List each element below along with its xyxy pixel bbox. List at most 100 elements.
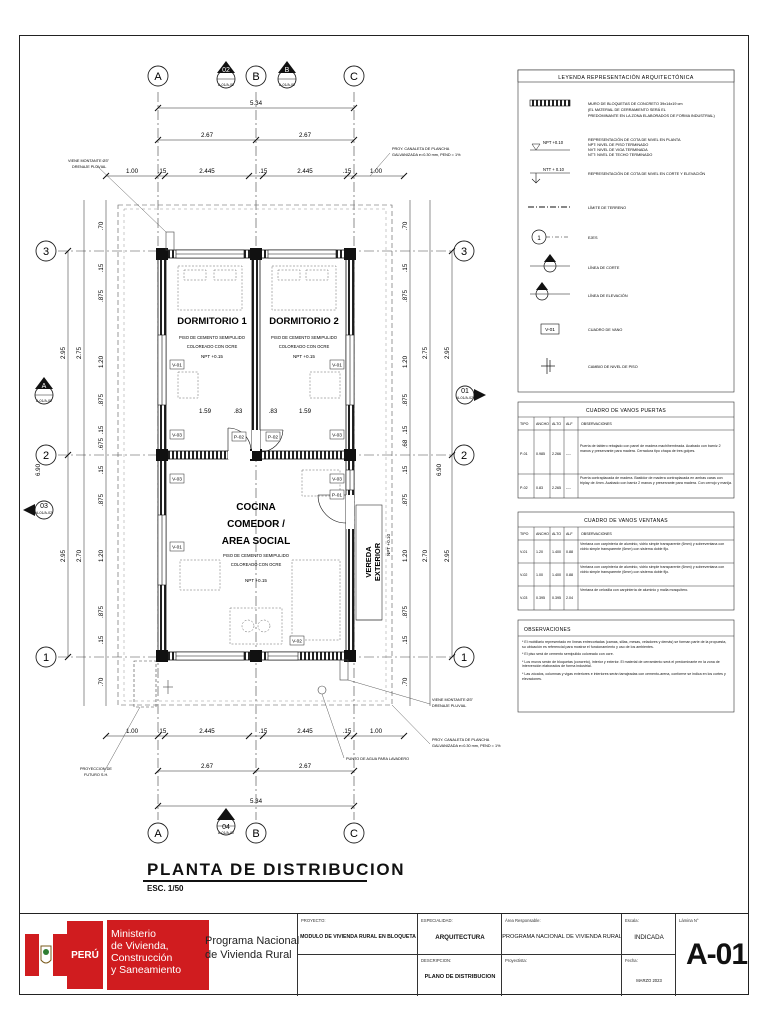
tag-v01-d1: V-01 <box>172 363 182 369</box>
observation-item-3: * Los muros serán de bloquetas (concreto… <box>522 659 720 669</box>
ministry-line-2: de Vivienda, Construcción <box>111 940 173 964</box>
column <box>344 248 356 260</box>
legend-terrain: LÍMITE DE TERRENO <box>588 206 626 210</box>
dim-left-inner-11: .875 <box>98 605 105 618</box>
dim-bottom-half-left: 2.67 <box>201 763 214 770</box>
leader-gutter <box>369 152 391 177</box>
windows-table-title: CUADRO DE VANOS VENTANAS <box>584 518 668 524</box>
legend-elevation: LÍNEA DE ELEVACIÓN <box>588 293 628 298</box>
legend-wall-symbol <box>529 99 571 107</box>
roof-projection <box>117 204 393 706</box>
room-floor-k-1: PISO DE CEMENTO SEMIPULIDO <box>223 553 290 558</box>
windows-cell: V-03 <box>520 596 527 600</box>
room-npt-d2: NPT +0.15 <box>293 354 315 359</box>
axis-label-c-bottom: C <box>350 828 358 840</box>
section-marker-02: 02 A-01/A-02 <box>216 61 236 89</box>
windows-table: CUADRO DE VANOS VENTANAS TIPO ANCHO ALTO… <box>517 511 735 611</box>
legend-vano-sym: V-01 <box>545 327 555 333</box>
doors-cell: 0.985 <box>536 452 545 456</box>
dining-table <box>291 559 341 641</box>
section-ref-b: A-01/A-02 <box>279 83 295 87</box>
room-floor-k-2: COLOREADO CON OCRE <box>231 562 282 567</box>
dim-bottom-total: 5.34 <box>250 798 263 805</box>
drawing-title: PLANTA DE DISTRIBUCION <box>147 860 406 879</box>
legend-ntt-1: REPRESENTACIÓN DE COTA DE NIVEL EN CORTE… <box>588 171 705 176</box>
axis-bubble-3-left <box>35 240 57 262</box>
gutter-projection <box>123 208 387 702</box>
axis-label-3-left: 3 <box>43 246 49 258</box>
doors-cell: P-01 <box>520 452 528 456</box>
dim-right-inner-11: .875 <box>402 605 409 618</box>
tb-date-label: Fecha: <box>625 958 638 963</box>
floor-plan-drawing: A B C A B C 3 2 1 3 2 1 <box>23 61 735 844</box>
tag-v01-d2: V-01 <box>332 363 342 369</box>
doors-cell: ---- <box>566 486 572 490</box>
kitchen-counter <box>229 607 283 645</box>
note-downspout-1: VIENE MONTANTE Ø3" <box>68 159 110 163</box>
section-label-02: 02 <box>222 67 230 74</box>
ministry-name: Ministerio de Vivienda, Construcción y S… <box>107 920 209 990</box>
tag-v03-d: V-03 <box>332 477 342 483</box>
dim-right-inner-9: .875 <box>402 493 409 506</box>
observation-item-2: * El piso será de cemento semipulido col… <box>522 652 614 657</box>
dim-right-inner-7: .68 <box>402 439 409 448</box>
tag-p02-b: P-02 <box>268 435 278 441</box>
program-name: Programa Nacional de Vivienda Rural <box>205 934 299 962</box>
section-ref-a-left: A-01/A-02 <box>36 399 52 403</box>
dimension-texts: 5.34 2.67 2.67 1.00 .15 2.445 .15 2.445 … <box>126 100 383 805</box>
dim-right-inner-10: 1.20 <box>402 549 409 562</box>
wall-mid-left <box>157 450 229 460</box>
windows-obs-3-wrap: Ventana de celosilla con carpintería de … <box>580 588 688 592</box>
dim-left-inner-5: .875 <box>98 393 105 406</box>
windows-table-header: TIPO ANCHO ALTO ALF OBSERVACIONES <box>520 532 612 536</box>
note-downspout-2: DRENAJE PLUVIAL <box>72 165 106 169</box>
dim-right-mid-2: 2.70 <box>422 549 429 562</box>
tb-responsible-label: Área Responsable: <box>505 918 541 923</box>
room-labels: DORMITORIO 1 PISO DE CEMENTO SEMIPULIDO … <box>177 316 391 583</box>
downspout-bottom <box>339 659 349 681</box>
tb-designer-label: Proyectista: <box>505 958 527 963</box>
column <box>250 248 262 260</box>
column <box>156 449 168 461</box>
doors-obs-1: Puerta de tablero rebajado con panel de … <box>580 444 721 453</box>
leader-downspout <box>95 164 167 233</box>
room-npt-k: NPT +0.15 <box>245 578 267 583</box>
doors-cell: 0.83 <box>536 486 543 490</box>
windows-header-alf: ALF <box>566 532 573 536</box>
section-ref-03: A-01/A-02 <box>36 511 52 515</box>
dim-interior-4: 1.59 <box>299 408 312 415</box>
windows-obs-2: Ventana con carpintería de aluminio, vid… <box>580 565 725 574</box>
doors-table-title: CUADRO DE VANOS PUERTAS <box>586 408 666 414</box>
observations-panel: OBSERVACIONES * El mobiliario representa… <box>517 619 735 713</box>
leader-gutter-b <box>391 704 431 745</box>
room-name-cocina: COCINA <box>236 502 275 513</box>
axis-bubble-c-bottom <box>343 822 365 844</box>
note-gutter-2: GALVANIZADA e=0.30 mm, PEND = 1% <box>392 153 461 157</box>
dim-left-inner-6: .15 <box>98 425 105 434</box>
dim-bottom-4: .15 <box>259 728 268 735</box>
windows-cell: 1.20 <box>536 550 543 554</box>
dim-right-total: 6.90 <box>436 463 443 476</box>
dim-left-inner-3: .875 <box>98 289 105 302</box>
vereda-exterior <box>355 504 383 621</box>
tag-v01-k: V-01 <box>172 545 182 551</box>
dim-right-inner-1: .70 <box>402 221 409 230</box>
axis-bubble-a-top <box>147 65 169 87</box>
dim-right-inner-4: 1.20 <box>402 355 409 368</box>
section-label-04: 04 <box>222 824 230 831</box>
peru-coat-of-arms-icon <box>25 934 67 976</box>
legend-axis: EJES <box>588 236 598 240</box>
dim-bottom-half-right: 2.67 <box>299 763 312 770</box>
legend-npt-3: NVT: NIVEL DE VIGA TERMINADA <box>588 148 648 152</box>
dim-left-outer-1: 2.95 <box>60 346 67 359</box>
wall-mid-right <box>251 450 355 460</box>
dimension-ticks <box>64 104 456 810</box>
ministry-line-3: y Saneamiento <box>111 964 182 976</box>
doors-table-row: P-02 0.83 2.265 ---- <box>520 486 572 490</box>
note-downspout-b1: VIENE MONTANTE Ø3" <box>432 698 474 702</box>
leader-water <box>321 693 345 759</box>
dim-left-total: 6.90 <box>35 463 42 476</box>
column <box>250 650 262 662</box>
doors-table-header: TIPO ANCHO ALTO ALF OBSERVACIONES <box>520 422 612 426</box>
windows-obs-2-wrap: Ventana con carpintería de aluminio, vid… <box>580 565 725 574</box>
